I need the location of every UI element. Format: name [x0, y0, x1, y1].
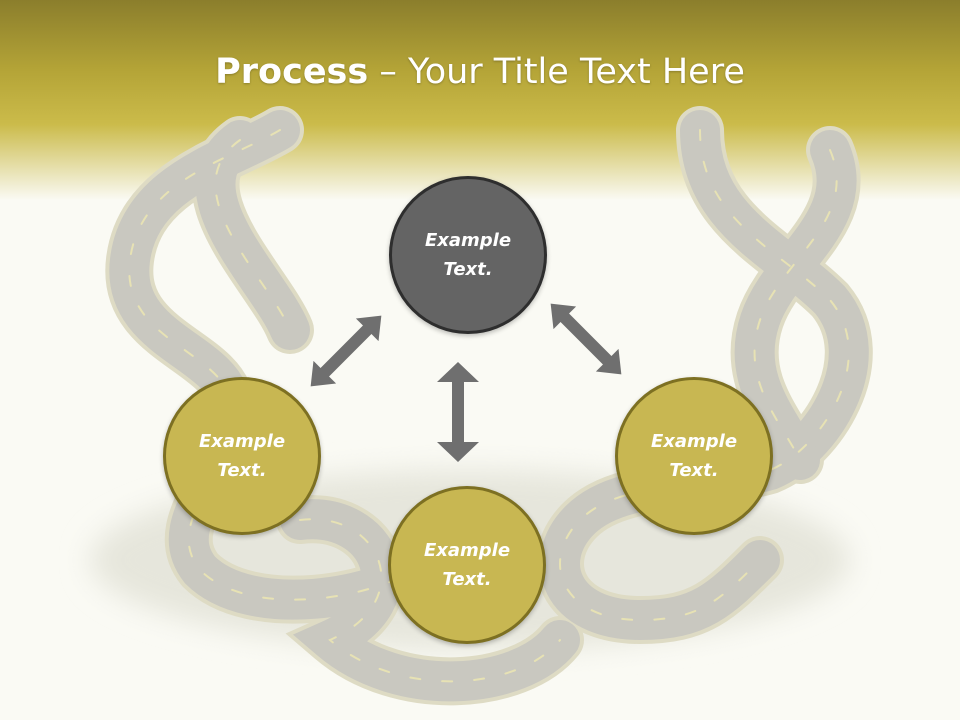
node-left-line2: Text. — [217, 460, 267, 481]
title-rest: – Your Title Text Here — [368, 52, 745, 92]
node-right-line1: Example — [650, 431, 738, 452]
arrow-top-right — [550, 303, 622, 375]
node-bottom-line1: Example — [423, 540, 511, 561]
node-right-line2: Text. — [669, 460, 719, 481]
node-top-line2: Text. — [443, 259, 493, 280]
node-bottom-line2: Text. — [442, 569, 492, 590]
arrow-top-left — [310, 315, 382, 387]
node-left-line1: Example — [198, 431, 286, 452]
header-band — [0, 0, 960, 200]
node-top-line1: Example — [424, 230, 512, 251]
arrow-vertical — [437, 362, 479, 462]
title-bold: Process — [215, 52, 369, 92]
slide-title: Process – Your Title Text Here — [0, 52, 960, 92]
